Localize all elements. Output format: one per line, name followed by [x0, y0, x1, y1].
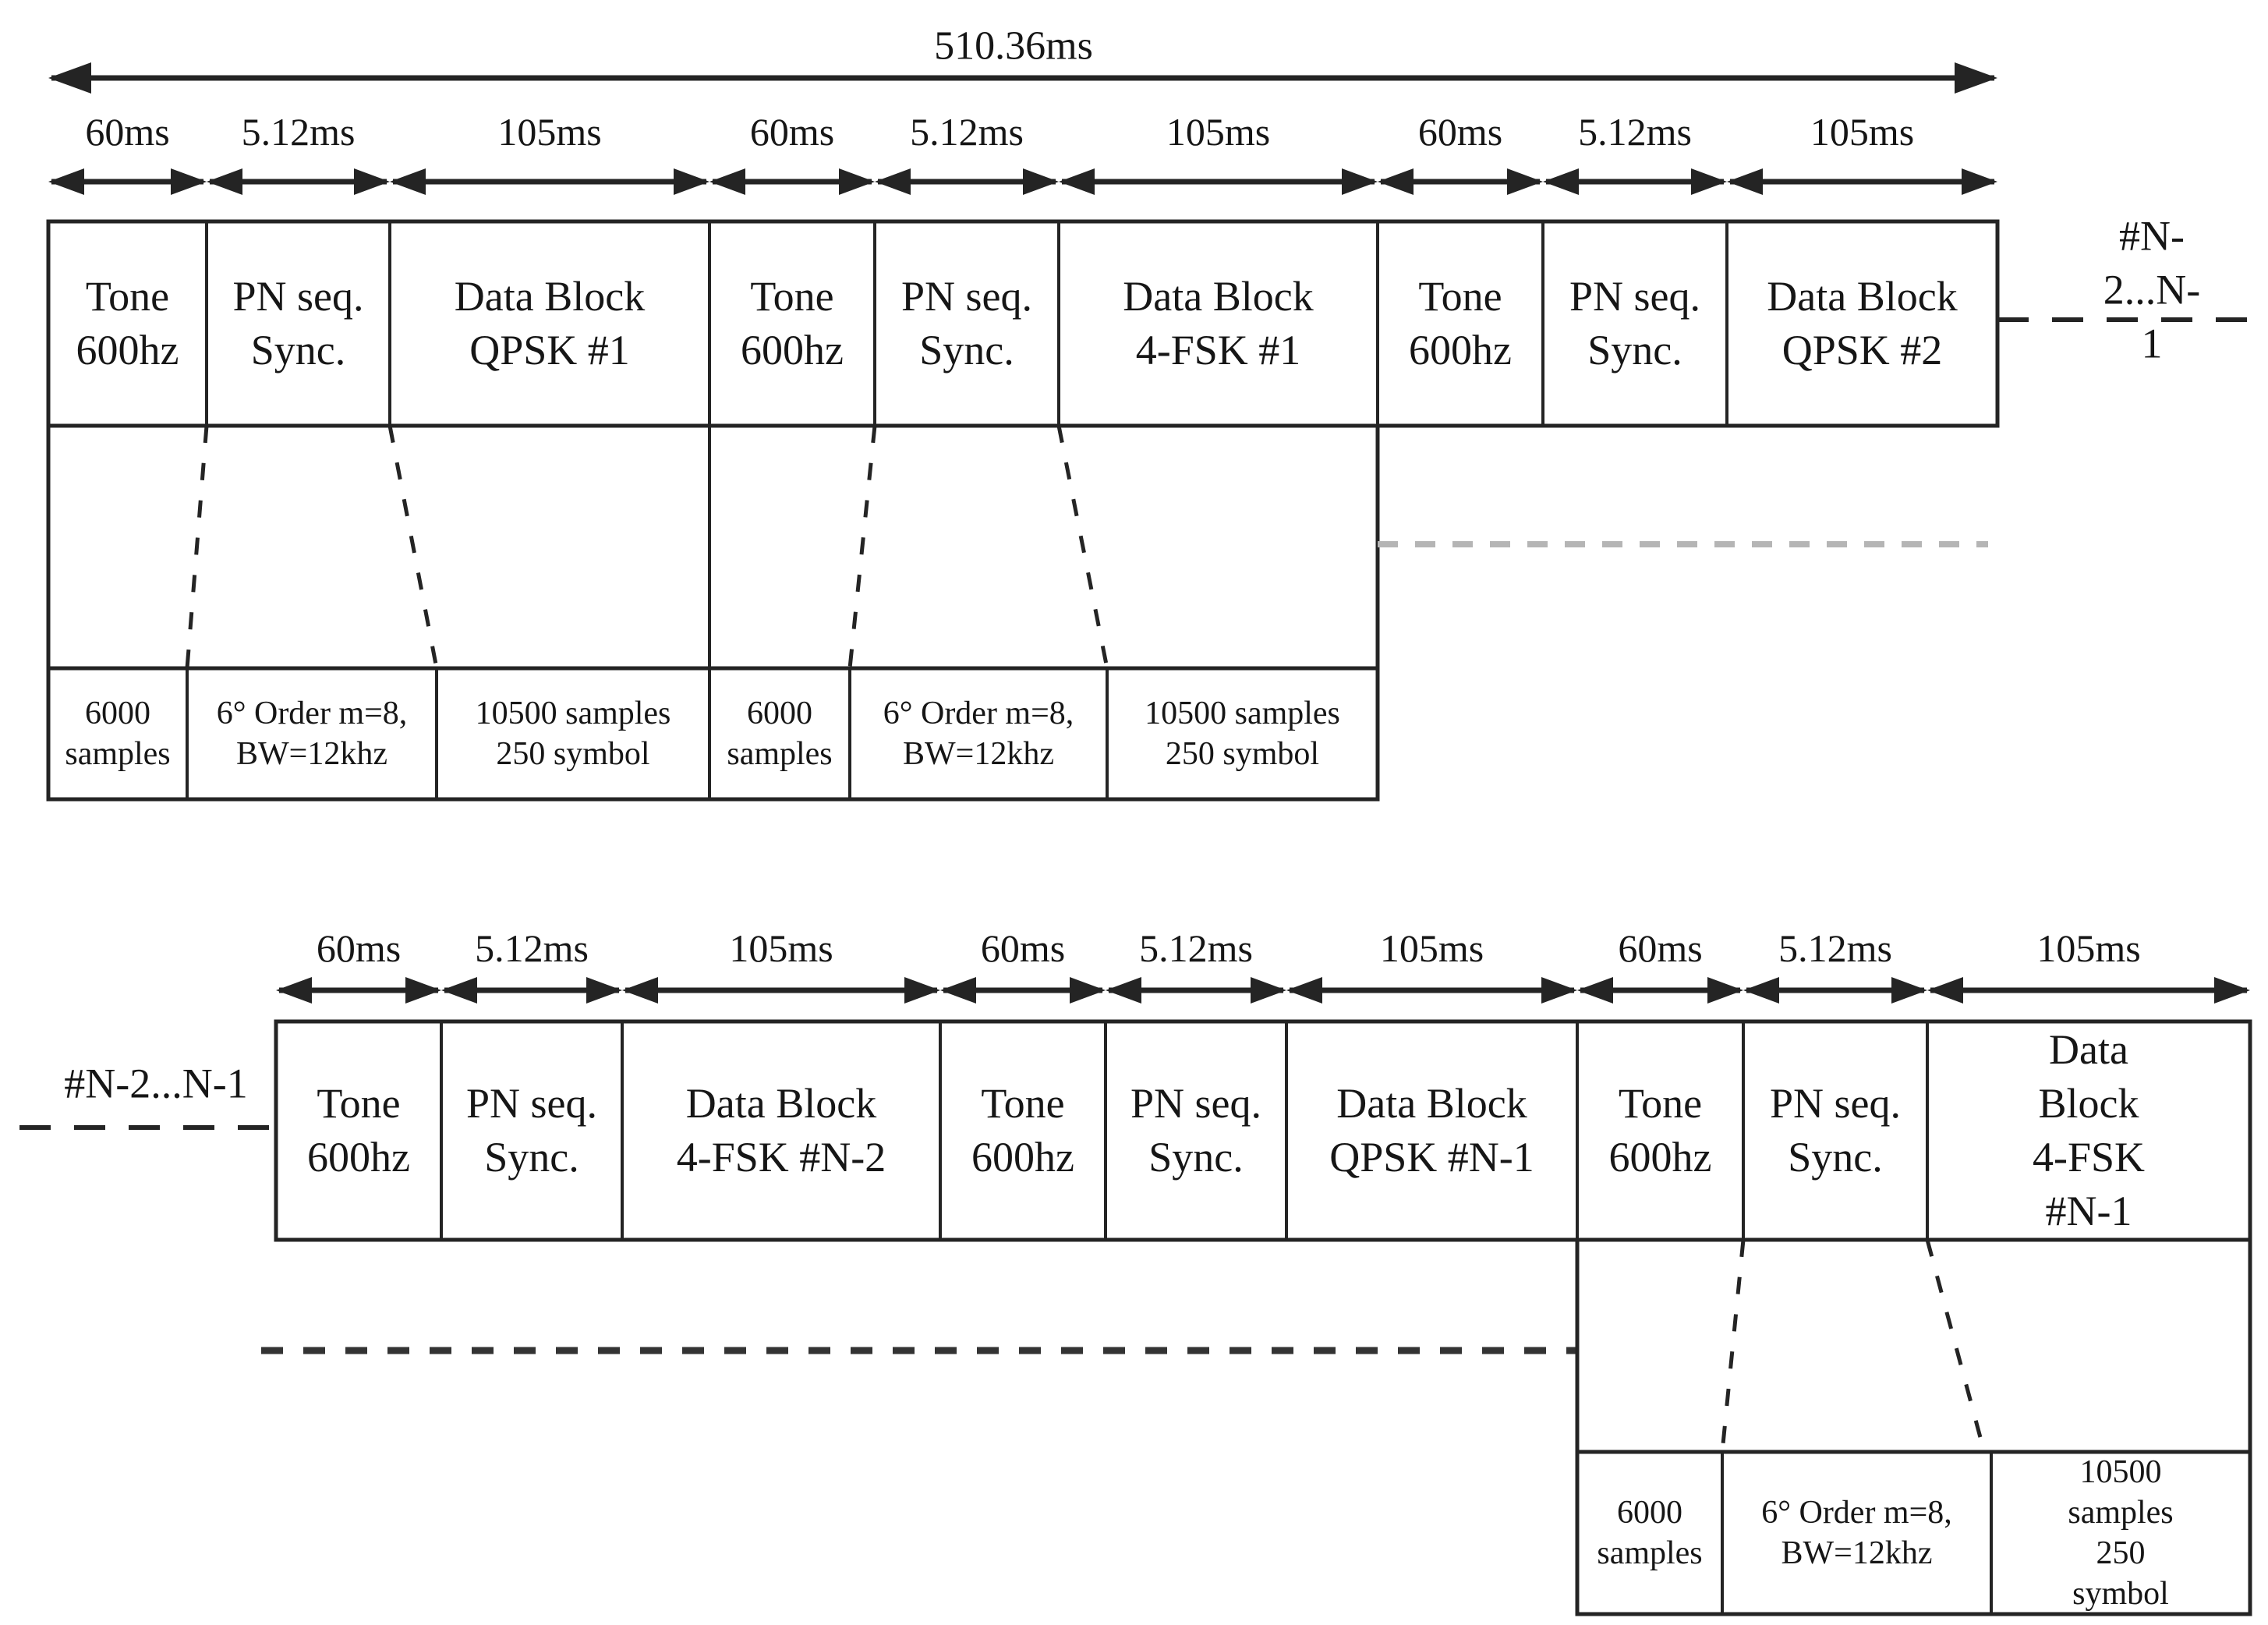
frame2-duration-0: 60ms: [316, 926, 402, 970]
frame1-duration-1: 5.12ms: [241, 110, 356, 154]
frame2-block-5-label: Data Block QPSK #N-1: [1329, 1079, 1534, 1181]
frame2-block-0-label: Tone 600hz: [307, 1079, 410, 1181]
frame1-annotation-2: 10500 samples 250 symbol: [475, 695, 671, 772]
frame2-block-7-label: PN seq. Sync.: [1769, 1079, 1902, 1181]
frame2-duration-7: 5.12ms: [1778, 926, 1892, 970]
frame1-duration-4: 5.12ms: [910, 110, 1024, 154]
frame1-annotation-3: 6000 samples: [727, 695, 833, 772]
frame2-duration-4: 5.12ms: [1139, 926, 1253, 970]
frame2-duration-3: 60ms: [980, 926, 1066, 970]
frame1-duration-3: 60ms: [749, 110, 835, 154]
frame2-continuation-label: #N-2...N-1: [64, 1060, 248, 1107]
frame1-annotation-5: 10500 samples 250 symbol: [1145, 695, 1340, 772]
frame2-annotation-2: 10500 samples 250 symbol: [2068, 1453, 2174, 1613]
total-duration-label: 510.36ms: [934, 23, 1093, 69]
frame2-duration-8: 105ms: [2036, 926, 2141, 970]
frame1-annotation-1: 6° Order m=8, BW=12khz: [216, 695, 408, 772]
frame2-duration-arrows: [276, 977, 2250, 1004]
frame1-block-1-label: PN seq. Sync.: [232, 272, 364, 374]
frame2-block-grid: [274, 1019, 2252, 1242]
frame1-block-6-label: Tone 600hz: [1409, 272, 1512, 374]
frame2-block-2-label: Data Block 4-FSK #N-2: [676, 1079, 886, 1181]
frame1-block-8-label: Data Block QPSK #2: [1767, 272, 1958, 374]
frame2-duration-1: 5.12ms: [475, 926, 589, 970]
frame1-annotation-4: 6° Order m=8, BW=12khz: [883, 695, 1074, 772]
frame1-block-7-label: PN seq. Sync.: [1569, 272, 1701, 374]
frame1-block-4-label: PN seq. Sync.: [900, 272, 1033, 374]
frame2-duration-2: 105ms: [729, 926, 833, 970]
frame1-total-arrow: [48, 62, 1997, 94]
frame2-duration-6: 60ms: [1618, 926, 1703, 970]
frame1-duration-8: 105ms: [1810, 110, 1915, 154]
frame1-duration-arrows: [48, 168, 1997, 195]
frame1-block-5-label: Data Block 4-FSK #1: [1123, 272, 1314, 374]
frame1-block-2-label: Data Block QPSK #1: [454, 272, 646, 374]
frame2-annotation-0: 6000 samples: [1597, 1494, 1703, 1571]
frame2-block-8-label: Data Block 4-FSK #N-1: [2032, 1025, 2146, 1235]
frame1-duration-5: 105ms: [1166, 110, 1271, 154]
frame2-block-3-label: Tone 600hz: [971, 1079, 1074, 1181]
frame1-annotation-0: 6000 samples: [65, 695, 171, 772]
frame2-duration-5: 105ms: [1379, 926, 1484, 970]
frame2-block-4-label: PN seq. Sync.: [1130, 1079, 1262, 1181]
frame1-duration-2: 105ms: [497, 110, 602, 154]
frame1-duration-6: 60ms: [1417, 110, 1503, 154]
frame1-duration-0: 60ms: [85, 110, 170, 154]
frame2-block-1-label: PN seq. Sync.: [465, 1079, 598, 1181]
frame1-block-0-label: Tone 600hz: [76, 272, 179, 374]
frame1-duration-7: 5.12ms: [1578, 110, 1692, 154]
frame2-block-6-label: Tone 600hz: [1608, 1079, 1712, 1181]
frame2-sample-detail: [1575, 1237, 2252, 1616]
frame2-annotation-1: 6° Order m=8, BW=12khz: [1761, 1494, 1952, 1571]
frame1-block-3-label: Tone 600hz: [741, 272, 844, 374]
frame1-continuation-label: #N-2...N-1: [2103, 212, 2201, 367]
